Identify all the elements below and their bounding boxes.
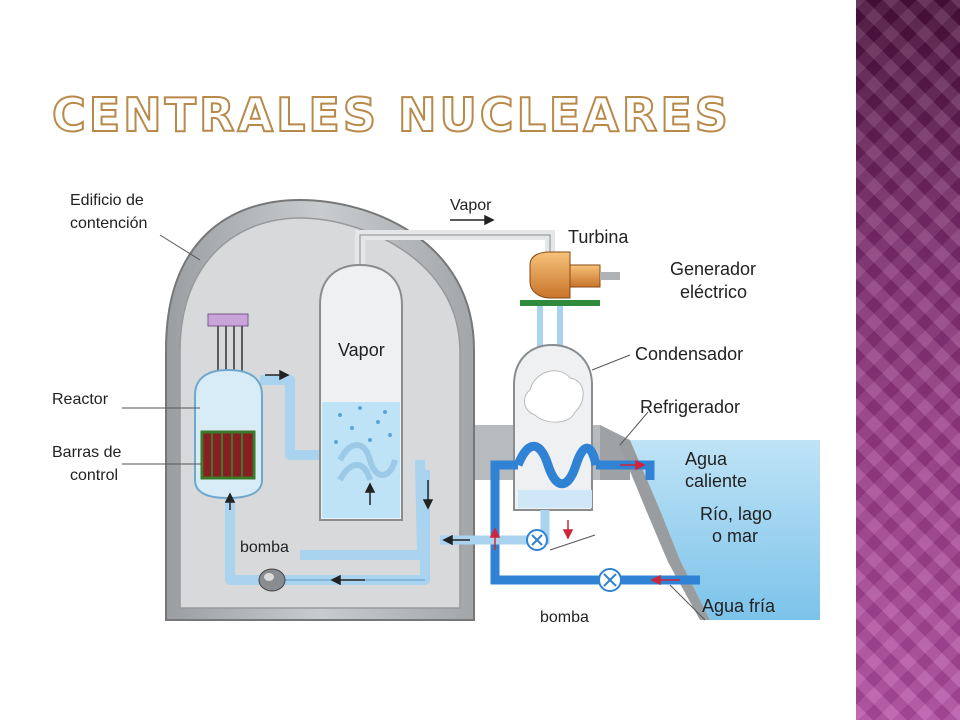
nuclear-plant-diagram: Edificio de contención Vapor Turbina Gen… xyxy=(52,192,820,626)
label-vapor-tank: Vapor xyxy=(338,340,385,360)
label-rio-line2: o mar xyxy=(712,526,758,546)
leader-lines xyxy=(122,234,706,621)
label-edificio-line1: Edificio de xyxy=(70,192,144,209)
label-generador-line1: Generador xyxy=(670,259,756,279)
labels: Edificio de contención Vapor Turbina Gen… xyxy=(52,192,776,626)
turbine-generator xyxy=(520,251,620,306)
label-turbina: Turbina xyxy=(568,227,629,247)
label-vapor-top: Vapor xyxy=(450,197,492,214)
river-water xyxy=(618,440,820,620)
label-agua-caliente-line1: Agua xyxy=(685,449,728,469)
condensate-pump xyxy=(526,529,548,551)
condenser xyxy=(513,306,601,511)
label-bomba-primary: bomba xyxy=(240,539,289,556)
label-generador-line2: eléctrico xyxy=(680,282,747,302)
label-reactor: Reactor xyxy=(52,391,109,408)
cooling-pump xyxy=(598,568,622,592)
flow-arrows xyxy=(224,214,495,586)
label-refrigerador: Refrigerador xyxy=(640,397,740,417)
slide-title: Centrales nucleares xyxy=(51,88,731,142)
label-edificio-line2: contención xyxy=(70,215,147,232)
label-agua-caliente-line2: caliente xyxy=(685,471,747,491)
steam-generator xyxy=(319,263,403,521)
water-flow-arrows xyxy=(489,459,680,586)
label-barras-line1: Barras de xyxy=(52,444,121,461)
label-bomba-cooling: bomba xyxy=(540,609,589,626)
primary-pipes xyxy=(225,375,430,585)
primary-pump xyxy=(258,568,286,592)
steam-line-outline xyxy=(359,234,551,280)
cooling-loop xyxy=(490,460,700,585)
label-barras-line2: control xyxy=(70,467,118,484)
label-agua-fria: Agua fría xyxy=(702,596,776,616)
decorative-side-band xyxy=(856,0,960,720)
label-rio-line1: Río, lago xyxy=(700,504,772,524)
reactor-vessel xyxy=(194,313,263,500)
label-condensador: Condensador xyxy=(635,344,743,364)
